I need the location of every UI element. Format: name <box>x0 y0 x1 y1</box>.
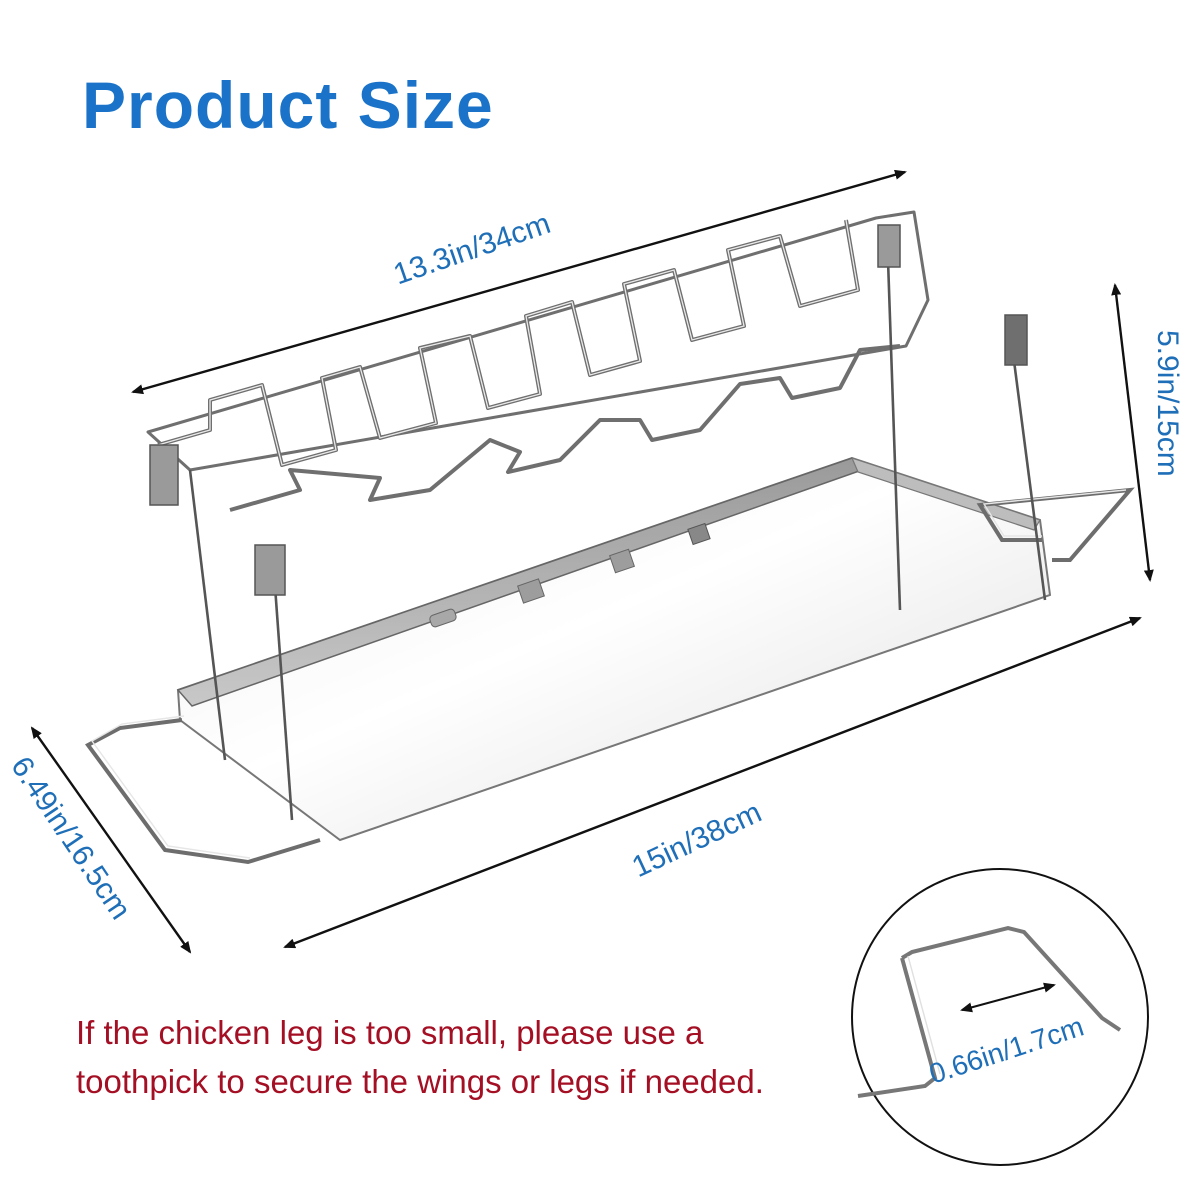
dimension-arrows <box>30 169 1154 954</box>
usage-note: If the chicken leg is too small, please … <box>76 1014 764 1100</box>
dimension-label-height: 5.9in/15cm <box>1151 330 1184 477</box>
tray-length-arrow <box>283 616 1142 949</box>
wire-rack <box>146 210 930 512</box>
page-title: Product Size <box>82 68 494 142</box>
rack-clips <box>149 224 1028 596</box>
wire-slot-detail <box>851 868 1149 1166</box>
width-arrow <box>30 726 192 954</box>
wire-rack-highlight <box>157 219 859 466</box>
rack-length-arrow <box>131 169 907 395</box>
height-arrow <box>1111 283 1154 582</box>
drip-tray <box>85 456 1135 865</box>
